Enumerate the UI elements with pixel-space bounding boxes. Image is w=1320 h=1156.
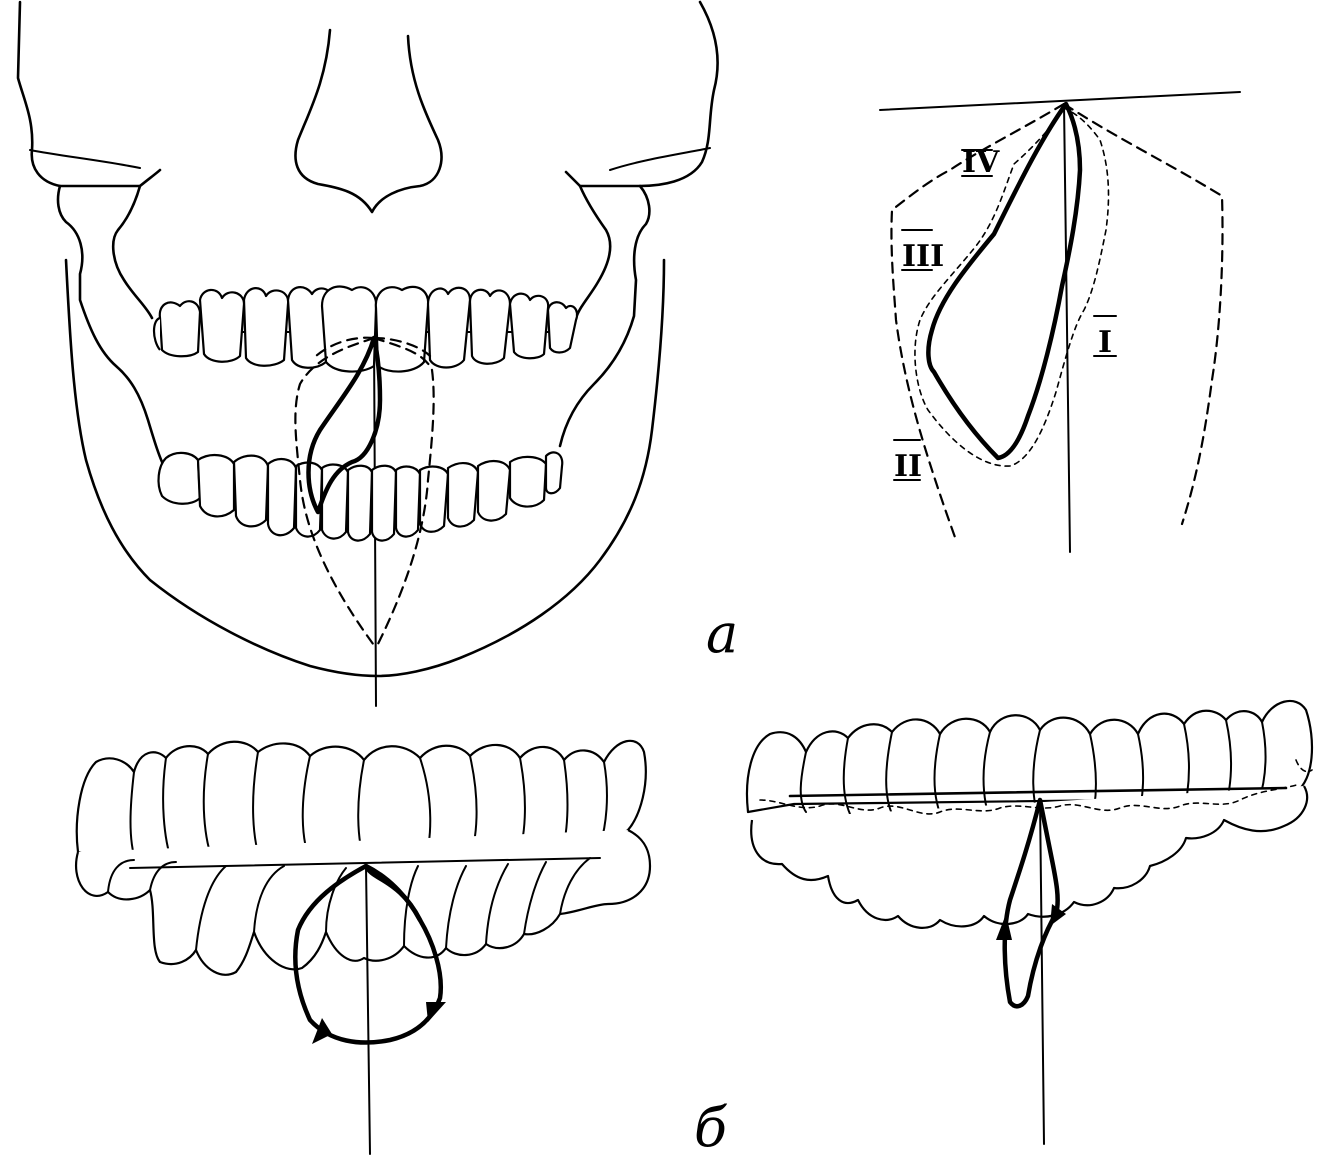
dentition-front-left: б [75, 739, 728, 1156]
roman-label-iv: IV [961, 145, 1000, 180]
panel-label-a: а [706, 602, 738, 665]
dentition-front-right [745, 700, 1314, 1145]
svg-text:II: II [894, 449, 922, 484]
upper-teeth-front [152, 285, 579, 373]
roman-label-ii: II [893, 439, 922, 484]
svg-text:I: I [1098, 325, 1112, 360]
svg-text:III: III [902, 239, 944, 274]
panel-label-b: б [694, 1096, 728, 1156]
skull-front-view: а [16, 0, 738, 707]
arrow-left-icon [312, 1018, 332, 1044]
arrow-up-icon [996, 914, 1012, 940]
arrow-right-icon [426, 1002, 446, 1022]
trajectory-detail: IV III II I [879, 91, 1241, 553]
roman-label-iii: III [901, 229, 944, 274]
arrow-side-icon [1050, 904, 1066, 926]
right-occlusal-dashed [759, 759, 1313, 815]
roman-label-i: I [1093, 315, 1117, 360]
lower-teeth-front [157, 451, 564, 542]
